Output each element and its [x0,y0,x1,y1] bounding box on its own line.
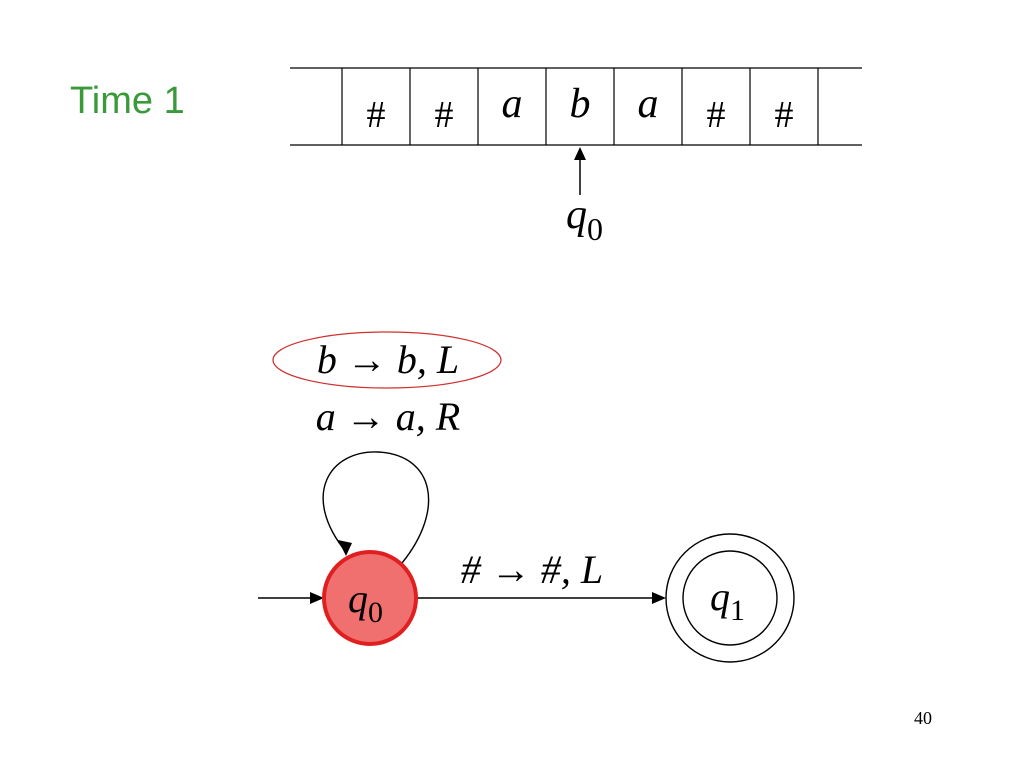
self-loop-label-1: b → b, L [317,337,459,382]
tape-cell-symbol: # [367,94,386,136]
state-q1-outer-circle [665,533,795,663]
state-q0: q0 [322,550,418,646]
state-q1: q1 [665,533,795,663]
state-q0-sub: 0 [368,596,383,629]
transition-arrowhead [652,592,666,604]
slide-number: 40 [914,708,932,728]
state-q1-inner-circle [682,550,778,646]
state-q1-base: q [710,574,730,619]
head-arrow-tip [574,147,586,160]
state-q0-base: q [348,576,368,621]
initial-arrowhead [310,592,324,604]
tape: # # a b a # # [290,67,862,146]
tape-cell-symbol: # [775,94,794,136]
self-loop-label-2: a → a, R [316,394,460,439]
tape-cell-symbol: # [435,94,454,136]
self-loop-arrowhead [338,540,352,556]
head-state-sub: 0 [587,211,603,247]
head-state-base: q [566,192,587,238]
tape-cell-symbol: b [570,81,591,127]
state-q1-label: q1 [710,574,745,627]
state-q0-circle [322,550,418,646]
tape-cell-symbol: # [707,94,726,136]
state-q1-sub: 1 [730,594,745,627]
self-loop-edge [322,451,430,564]
state-q0-label: q0 [348,576,383,629]
tape-cell-symbol: a [502,81,523,127]
tape-head: q0 [566,147,603,247]
transition-label: # → #, L [461,547,603,592]
tape-cell-symbol: a [638,81,659,127]
head-state-label: q0 [566,192,603,247]
slide-title: Time 1 [70,80,185,122]
highlight-ellipse [272,331,502,389]
